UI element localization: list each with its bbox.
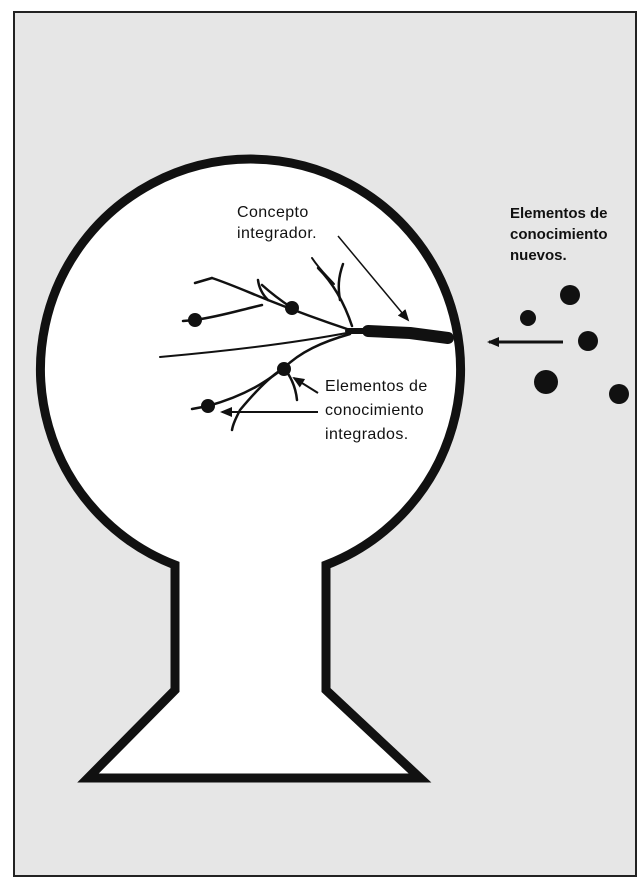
integrated-dot [285,301,299,315]
new-dot [578,331,598,351]
new-elements-line-3: nuevos. [510,245,608,266]
integrated-elements-line-3: integrados. [325,423,428,447]
new-dot [609,384,629,404]
integrating-concept-line-2: integrador. [237,223,317,244]
integrated-dot [277,362,291,376]
integrated-elements-label: Elementos de conocimiento integrados. [325,375,428,447]
tree-trunk [368,331,448,338]
new-dot [560,285,580,305]
integrated-dot [201,399,215,413]
integrating-concept-label: Concepto integrador. [237,202,317,244]
new-dot [534,370,558,394]
new-dot [520,310,536,326]
new-elements-label: Elementos de conocimiento nuevos. [510,203,608,266]
integrated-elements-line-2: conocimiento [325,399,428,423]
integrating-concept-line-1: Concepto [237,202,317,223]
integrated-elements-line-1: Elementos de [325,375,428,399]
integrated-dot [188,313,202,327]
new-elements-line-1: Elementos de [510,203,608,224]
new-elements-line-2: conocimiento [510,224,608,245]
